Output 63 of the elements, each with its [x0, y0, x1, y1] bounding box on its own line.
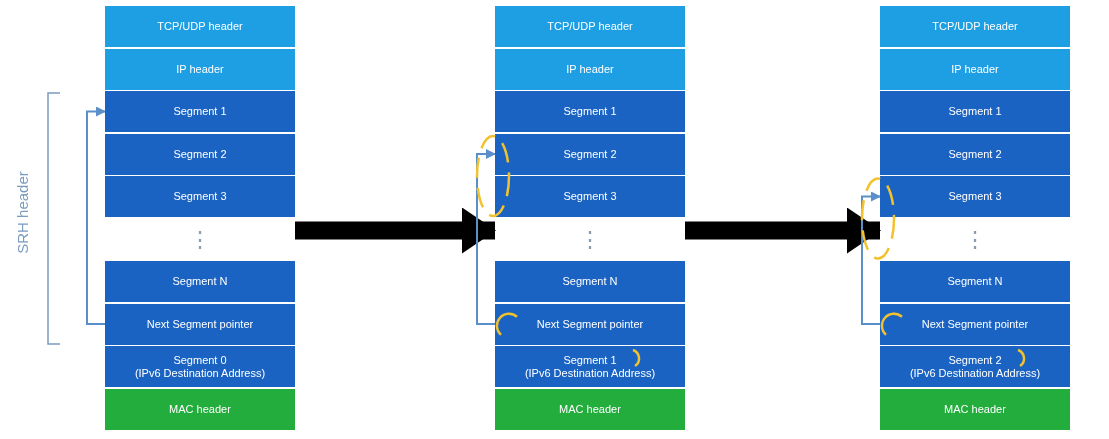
- bracket-label: SRH header: [13, 170, 31, 254]
- node-label: TCP/UDP header: [157, 20, 243, 32]
- header-field: MAC header: [105, 388, 295, 430]
- node-label: IP header: [951, 62, 999, 75]
- segment-field: Segment N: [495, 261, 685, 302]
- segment-field: Segment 3: [880, 176, 1070, 217]
- segment-field: Segment 2: [495, 133, 685, 175]
- node-label: (IPv6 Destination Address): [909, 366, 1041, 379]
- node-label: IP header: [566, 62, 614, 75]
- header-field: IP header: [105, 48, 295, 90]
- segment-field: Segment N: [105, 261, 295, 302]
- node-label: Segment 0: [173, 353, 227, 366]
- node-label: Segment 3: [563, 190, 617, 202]
- header-field: MAC header: [880, 388, 1070, 430]
- segment-field: Segment N: [880, 261, 1070, 302]
- header-field: IP header: [495, 48, 685, 90]
- ellipsis-mark: ⋮: [964, 228, 986, 251]
- node-label: Segment 1: [173, 105, 227, 117]
- pointer-field: Next Segment pointer: [105, 303, 295, 345]
- header-field: IP header: [880, 48, 1070, 90]
- node-label: (IPv6 Destination Address): [134, 366, 266, 379]
- node-label: Segment N: [947, 275, 1003, 287]
- node-label: Next Segment pointer: [536, 317, 644, 330]
- address-field: Segment 2 (IPv6 Destination Address): [880, 346, 1070, 387]
- node-label: Next Segment pointer: [921, 317, 1029, 330]
- node-label: Segment 1: [948, 105, 1002, 117]
- segment-field: Segment 2: [880, 133, 1070, 175]
- node-label: Segment N: [562, 275, 618, 287]
- segment-field: Segment 2: [105, 133, 295, 175]
- segment-field: Segment 3: [495, 176, 685, 217]
- node-label: Segment 2: [948, 353, 1002, 366]
- node-label: Segment 2: [948, 147, 1002, 160]
- node-label: Next Segment pointer: [146, 317, 254, 330]
- header-field: TCP/UDP header: [880, 6, 1070, 47]
- node-label: TCP/UDP header: [547, 20, 633, 32]
- node-label: Segment 2: [563, 147, 617, 160]
- arrow: [295, 207, 496, 254]
- segment-field: Segment 1: [880, 91, 1070, 132]
- segment-field: Segment 1: [495, 91, 685, 132]
- arrow: [685, 207, 881, 254]
- pointer-arrow: [476, 149, 496, 325]
- pointer-arrow: [86, 106, 106, 325]
- segment-field: Segment 1: [105, 91, 295, 132]
- node-label: Segment 3: [948, 190, 1002, 202]
- node-label: IP header: [176, 62, 224, 75]
- header-field: MAC header: [495, 388, 685, 430]
- pointer-field: Next Segment pointer: [880, 303, 1070, 345]
- node-label: (IPv6 Destination Address): [524, 366, 656, 379]
- node-label: Segment 1: [563, 353, 617, 366]
- node-label: TCP/UDP header: [932, 20, 1018, 32]
- ellipsis-mark: ⋮: [189, 228, 211, 251]
- address-field: Segment 1 (IPv6 Destination Address): [495, 346, 685, 387]
- address-field: Segment 0 (IPv6 Destination Address): [105, 346, 295, 387]
- ellipsis-mark: ⋮: [579, 228, 601, 251]
- header-field: TCP/UDP header: [495, 6, 685, 47]
- header-field: TCP/UDP header: [105, 6, 295, 47]
- node-label: Segment N: [172, 275, 228, 287]
- pointer-arrow: [861, 191, 881, 325]
- node-label: Segment 3: [173, 190, 227, 202]
- segment-field: Segment 3: [105, 176, 295, 217]
- node-label: Segment 1: [563, 105, 617, 117]
- node-label: Segment 2: [173, 147, 227, 160]
- pointer-field: Next Segment pointer: [495, 303, 685, 345]
